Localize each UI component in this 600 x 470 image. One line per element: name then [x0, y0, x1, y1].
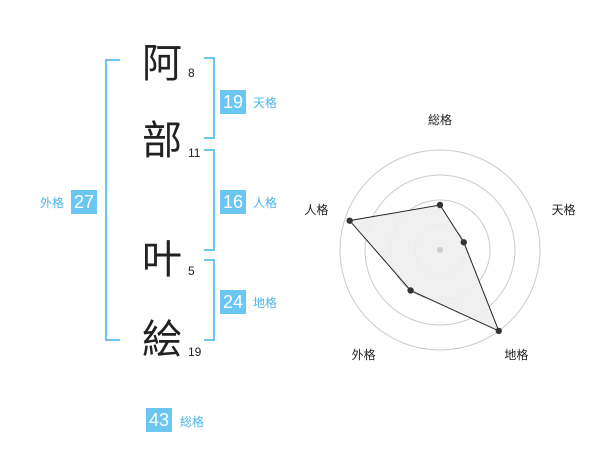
tenkaku-bracket [204, 57, 215, 139]
radar-area [348, 204, 500, 332]
chikaku-bracket [204, 259, 215, 341]
radar-point-4 [407, 287, 414, 294]
tenkaku-value: 19 [220, 90, 247, 114]
name-char-4: 絵 [142, 317, 182, 363]
jinkaku-bracket [204, 149, 215, 251]
stroke-count-2: 11 [188, 146, 201, 160]
tenkaku-label: 天格 [253, 96, 278, 110]
stroke-count-1: 8 [188, 66, 195, 80]
radar-axis-label-2: 天格 [552, 202, 576, 217]
gaikaku-value: 27 [71, 190, 98, 214]
gaikaku-bracket [105, 59, 120, 341]
chikaku-label: 地格 [253, 296, 278, 310]
radar-point-5 [346, 217, 353, 224]
radar-center [437, 247, 443, 253]
stroke-count-4: 19 [188, 345, 202, 359]
radar-axis-label-4: 外格 [352, 347, 376, 362]
radar-point-2 [460, 239, 467, 246]
radar-axis-label-3: 地格 [504, 347, 528, 362]
radar-axis-label-5: 人格 [304, 202, 328, 217]
jinkaku-label: 人格 [253, 196, 278, 210]
name-char-2: 部 [142, 118, 182, 164]
radar-ring-4 [339, 149, 541, 351]
radar-axis-label-1: 総格 [428, 112, 452, 127]
jinkaku-value: 16 [220, 190, 247, 214]
soukaku-label: 総格 [180, 415, 205, 429]
name-char-3: 叶 [142, 237, 182, 283]
gaikaku-label: 外格 [40, 196, 65, 210]
stroke-count-3: 5 [188, 264, 195, 278]
soukaku-value: 43 [146, 408, 173, 432]
radar-point-1 [436, 201, 444, 209]
name-char-1: 阿 [142, 41, 182, 87]
radar-point-3 [495, 327, 502, 335]
chikaku-value: 24 [220, 290, 247, 314]
radar-ring-3 [364, 174, 516, 326]
